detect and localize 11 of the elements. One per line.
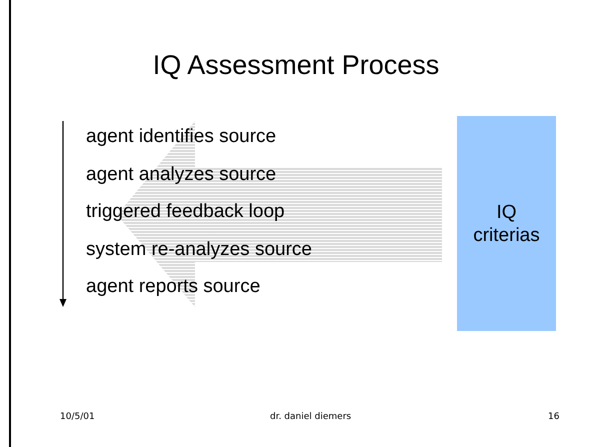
step-text: system re-analyzes source xyxy=(86,238,312,260)
slide-title: IQ Assessment Process xyxy=(152,50,440,81)
criteria-box: IQ criterias xyxy=(457,116,556,331)
step-text: triggered feedback loop xyxy=(86,201,285,223)
feedback-arrow xyxy=(117,121,442,307)
step-text: agent analyzes source xyxy=(86,164,276,186)
footer-text: dr. daniel diemers xyxy=(270,412,352,422)
step-text: agent identifies source xyxy=(86,126,276,148)
step-text: agent reports source xyxy=(86,276,260,298)
footer-text: 16 xyxy=(548,412,560,422)
footer-text: 10/5/01 xyxy=(60,412,95,422)
